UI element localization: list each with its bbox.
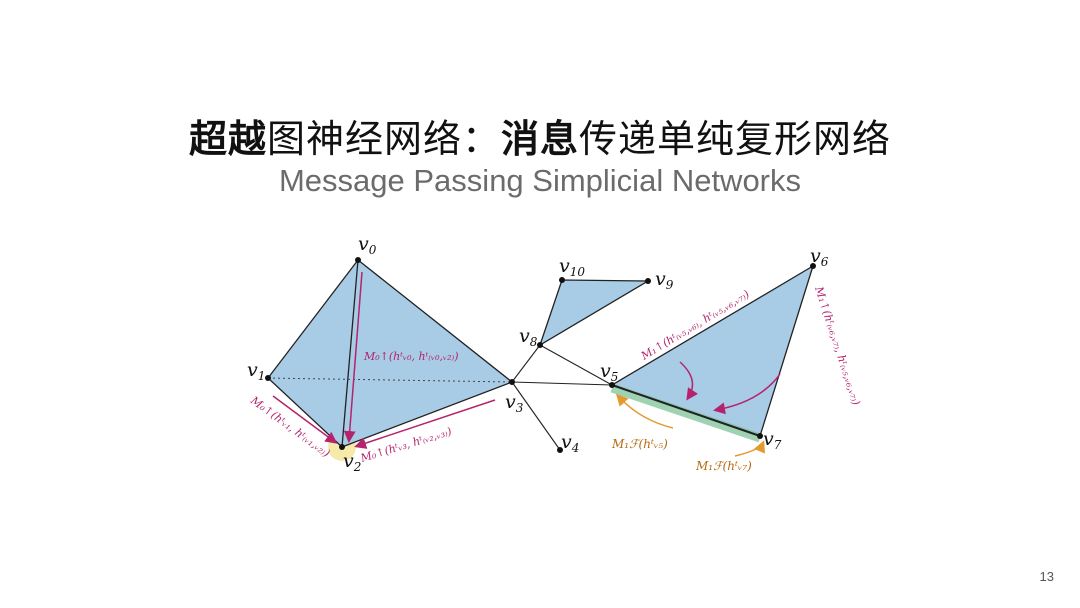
arrow-v1-to-v2 xyxy=(272,395,338,444)
vertex-label-v3: v3 xyxy=(505,391,524,415)
edge-v5-v7-highlight xyxy=(610,383,762,443)
slide-subtitle: Message Passing Simplicial Networks xyxy=(278,163,802,198)
edge-v3-v5 xyxy=(511,381,613,386)
edge-v3-v8 xyxy=(511,344,541,383)
edge-v3-v4 xyxy=(511,381,561,451)
title-bold-part-1: 超越 xyxy=(188,117,267,161)
vertex-label-v5: v5 xyxy=(600,360,618,384)
edge-v1-v3-hidden xyxy=(267,377,513,383)
vertex-label-v1: v1 xyxy=(247,359,265,383)
vertex-label-v6: v6 xyxy=(810,245,829,269)
vertex-label-v10: v10 xyxy=(559,255,585,279)
message-label-face-v5: M₁ℱ(hᵗᵥ₅) xyxy=(611,437,668,451)
vertex-label-v0: v0 xyxy=(358,233,377,257)
edge-v8-v5 xyxy=(539,344,613,386)
page-number: 13 xyxy=(1039,569,1054,584)
title-part-1: 图神经网络： xyxy=(266,117,501,161)
title-part-2: 传递单纯复形网络 xyxy=(579,117,892,161)
vertex-label-v8: v8 xyxy=(519,325,538,349)
arrow-upper-left xyxy=(679,361,698,401)
vertex-label-v4: v4 xyxy=(561,431,579,455)
triangle-v8-v9-v10 xyxy=(538,279,651,347)
edge-v5-v7 xyxy=(611,384,761,437)
title-bold-part-2: 消息 xyxy=(501,117,580,161)
message-label-v0: M₀↑(hᵗᵥ₀, hᵗ₍ᵥ₀,ᵥ₂₎) xyxy=(363,350,458,363)
vertex-label-v9: v9 xyxy=(655,268,674,292)
vertex-label-v2: v2 xyxy=(343,450,361,474)
arrow-v0-to-v2 xyxy=(343,271,363,443)
edge-v0-v2 xyxy=(341,259,359,448)
arrow-face-v7 xyxy=(734,440,765,457)
vertex-dots xyxy=(265,257,816,453)
vertex-label-v7: v7 xyxy=(763,428,782,452)
arrow-face-v5 xyxy=(615,393,674,429)
arrow-v3-to-v2 xyxy=(354,399,496,449)
arrow-upper-right xyxy=(713,373,781,415)
message-label-face-v7: M₁ℱ(hᵗᵥ₇) xyxy=(695,459,752,473)
slide-title: 超越图神经网络：消息传递单纯复形网络 xyxy=(0,108,1080,163)
message-label-upper-right: M₁↑(hᵗ₍ᵥ₆,ᵥ₇₎, hᵗ₍ᵥ₅,ᵥ₆,ᵥ₇₎) xyxy=(812,284,863,407)
